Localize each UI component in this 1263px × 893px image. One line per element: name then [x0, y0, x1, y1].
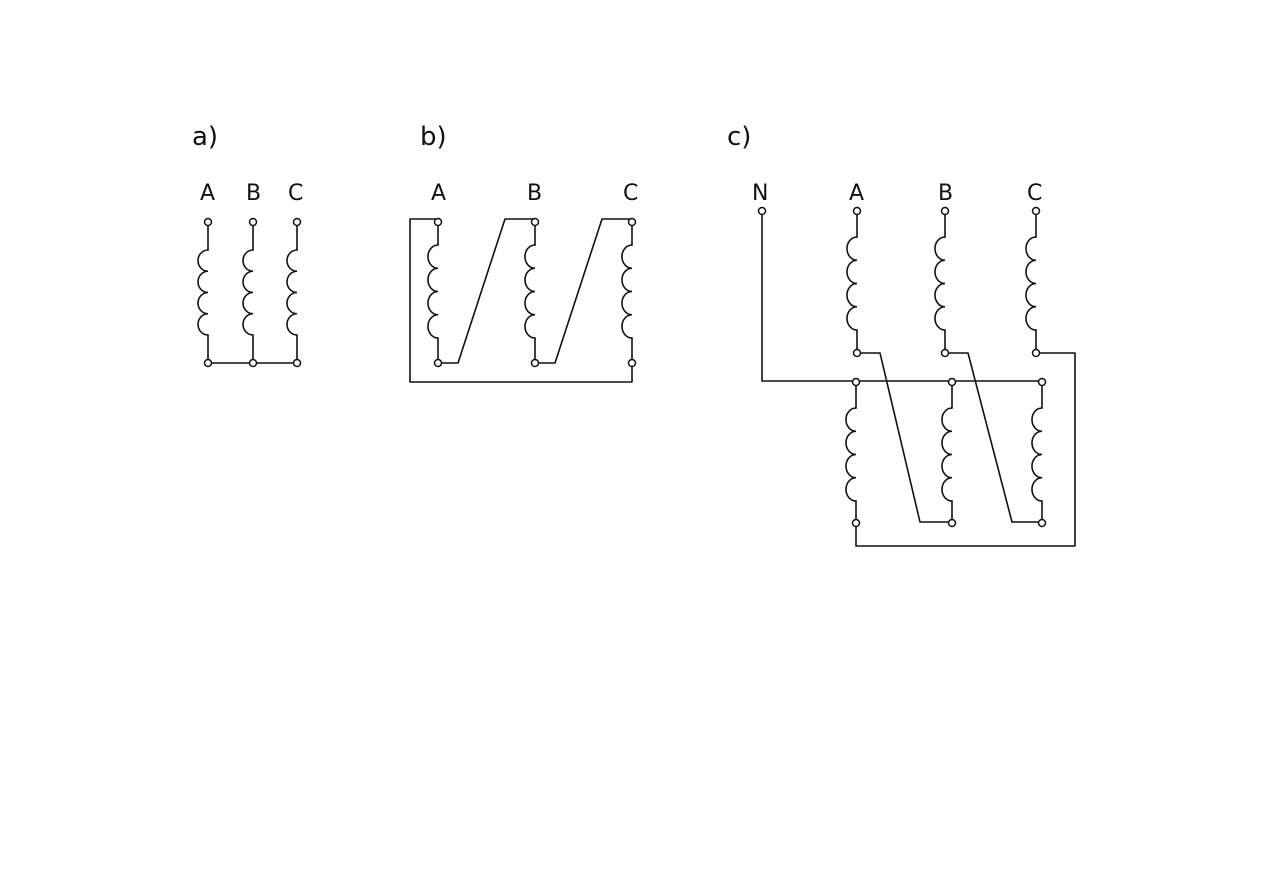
panel-c-lower-coil-3 — [1031, 407, 1043, 502]
panel-c-upper-coil-a — [846, 236, 858, 331]
panel-b-coil-c — [621, 244, 633, 339]
panel-b-phase-b-label: B — [527, 181, 542, 206]
panel-c-terminal-coil-2-top — [947, 377, 957, 387]
panel-a-label: a) — [192, 122, 218, 152]
panel-b-terminal-b — [530, 217, 540, 227]
panel-a-coil-a — [197, 249, 209, 336]
panel-a-terminal-b — [248, 217, 258, 227]
panel-a-coil-b — [242, 249, 254, 336]
panel-b-phase-c-label: C — [623, 181, 638, 206]
panel-c-link-b-to-coil-3 — [944, 352, 1043, 523]
panel-b-terminal-b-end — [530, 358, 540, 368]
panel-b-delta: b) A B C — [409, 122, 638, 383]
panel-b-terminal-a-end — [433, 358, 443, 368]
panel-c-terminal-coil-3-top — [1037, 377, 1047, 387]
panel-a-terminal-a-end — [203, 358, 213, 368]
panel-a-star: a) A B C — [192, 122, 303, 368]
panel-c-neutral-wire — [761, 213, 1043, 382]
panel-b-terminal-c — [627, 217, 637, 227]
panel-c-terminal-b-end — [940, 348, 950, 358]
panel-a-terminal-c-end — [292, 358, 302, 368]
panel-a-phase-c-label: C — [288, 181, 303, 206]
panel-c-terminal-a-end — [852, 348, 862, 358]
panel-c-terminal-coil-1-top — [851, 377, 861, 387]
panel-c-upper-coil-b — [934, 236, 946, 331]
panel-c-terminal-n — [757, 206, 767, 216]
panel-c-neutral-label: N — [752, 181, 768, 206]
panel-c-terminal-coil-3-end — [1037, 518, 1047, 528]
panel-b-terminal-c-end — [627, 358, 637, 368]
panel-c-lower-coil-1 — [845, 407, 857, 502]
panel-c-phase-b-label: B — [938, 181, 953, 206]
panel-b-phase-a-label: A — [431, 181, 446, 206]
panel-b-coil-a — [427, 244, 439, 339]
panel-b-label: b) — [420, 122, 447, 152]
panel-c-terminal-a — [852, 206, 862, 216]
panel-c-link-c-to-coil-1 — [855, 352, 1076, 547]
panel-c-label: c) — [727, 122, 751, 152]
panel-a-terminal-a — [203, 217, 213, 227]
panel-c-terminal-c — [1031, 206, 1041, 216]
panel-b-link-a-to-b — [437, 218, 536, 364]
panel-c-terminal-c-end — [1031, 348, 1041, 358]
panel-a-terminal-c — [292, 217, 302, 227]
panel-c-terminal-b — [940, 206, 950, 216]
panel-a-phase-b-label: B — [246, 181, 261, 206]
panel-c-upper-coil-c — [1025, 236, 1037, 331]
panel-c-zigzag: c) N A B C — [727, 122, 1076, 547]
panel-a-coil-c — [286, 249, 298, 336]
panel-b-terminal-a — [433, 217, 443, 227]
panel-c-terminal-coil-1-end — [851, 518, 861, 528]
panel-b-coil-b — [524, 244, 536, 339]
panel-b-link-b-to-c — [534, 218, 633, 364]
panel-b-link-c-to-a — [409, 218, 633, 383]
panel-c-lower-coil-2 — [941, 407, 953, 502]
panel-a-terminal-b-end — [248, 358, 258, 368]
panel-c-phase-a-label: A — [849, 181, 864, 206]
panel-c-link-a-to-coil-2 — [856, 352, 953, 523]
panel-c-phase-c-label: C — [1027, 181, 1042, 206]
panel-c-terminal-coil-2-end — [947, 518, 957, 528]
panel-a-phase-a-label: A — [200, 181, 215, 206]
